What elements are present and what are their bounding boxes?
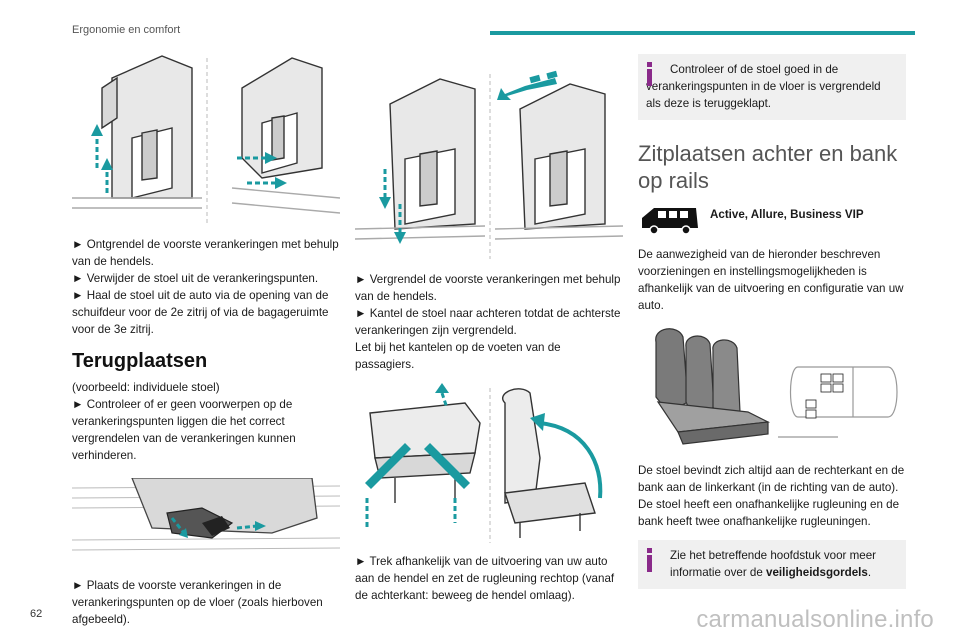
watermark: carmanualsonline.info [696,606,934,633]
column-2: ► Vergrendel de voorste verankeringen me… [355,48,623,604]
step-tilt-seat-back: ► Kantel de stoel naar achteren totdat d… [355,307,621,337]
header-title: Ergonomie en comfort [72,24,181,36]
trim-level-row: Active, Allure, Business VIP [638,204,906,236]
section-intro: (voorbeeld: individuele stoel) [72,381,220,394]
info-box-seatbelts: Zie het betreffende hoofdstuk voor meer … [638,540,906,589]
info-seatbelts-suffix: . [867,566,872,579]
header-accent-bar [490,31,915,35]
step-place-front-anchors: ► Plaats de voorste verankeringen in de … [72,579,323,626]
column-1: ► Ontgrendel de voorste verankeringen me… [72,48,340,628]
figure-seat-configuration [638,322,906,452]
info-box-check-locked: Controleer of de stoel goed in de verank… [638,54,906,120]
step-unlock-front-anchors: ► Ontgrendel de voorste verankeringen me… [72,238,339,268]
info-seatbelts-link[interactable]: veiligheidsgordels [766,566,868,579]
info-seatbelts-prefix: Zie het betreffende hoofdstuk voor meer … [670,549,877,579]
step-check-anchor-points: ► Controleer of er geen voorwerpen op de… [72,398,296,462]
info-check-locked-text: Controleer of de stoel goed in de verank… [646,63,881,110]
step-take-out-seat: ► Haal de stoel uit de auto via de openi… [72,289,329,336]
info-seatbelts-text: Zie het betreffende hoofdstuk voor meer … [646,547,898,581]
note-passenger-feet: Let bij het kantelen op de voeten van de… [355,341,561,371]
trim-levels-text: Active, Allure, Business VIP [710,207,864,221]
availability-paragraph: De aanwezigheid van de hieronder beschre… [638,248,904,312]
figure-backrest-raise [355,383,623,543]
column-3: Controleer of de stoel goed in de verank… [638,48,906,589]
step-lock-front-anchors: ► Vergrendel de voorste verankeringen me… [355,273,621,303]
section-title-rear-seats-rails: Zitplaatsen achter en bank op rails [638,141,898,193]
section-title-terugplaatsen: Terugplaatsen [72,350,208,372]
figure-seat-removal [72,48,340,224]
step-remove-seat: ► Verwijder de stoel uit de verankerings… [72,272,319,285]
figure-seat-lock [355,64,623,259]
info-icon [647,62,652,86]
figure-anchor-placement [72,478,340,563]
seat-bench-description: De stoel bevindt zich altijd aan de rech… [638,464,905,528]
step-pull-lever-backrest: ► Trek afhankelijk van de uitvoering van… [355,555,615,602]
van-icon [642,208,698,235]
page-number: 62 [30,608,43,620]
info-icon [647,548,652,572]
